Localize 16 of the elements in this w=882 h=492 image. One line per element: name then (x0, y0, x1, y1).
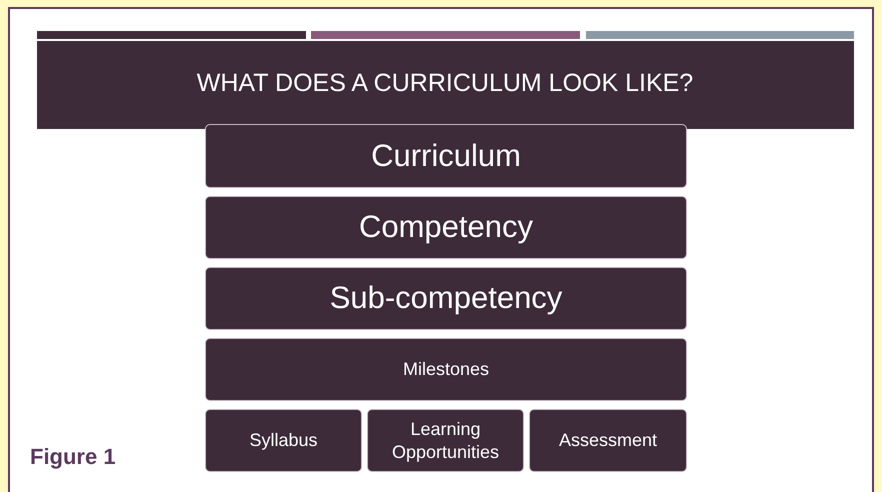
box-label: Assessment (558, 429, 658, 452)
hierarchy-box (205, 124, 687, 188)
box-label: Competency (358, 208, 534, 246)
box-label: Milestones (402, 358, 490, 381)
slide-title: WHAT DOES A CURRICULUM LOOK LIKE? (196, 68, 694, 98)
box-label: Learning Opportunities (390, 418, 500, 463)
hierarchy-box (529, 409, 687, 472)
box-label: Curriculum (371, 136, 521, 175)
figure-caption: Figure 1 (30, 443, 116, 471)
hierarchy-box (205, 196, 687, 259)
hierarchy-box (205, 409, 362, 472)
hierarchy-box (205, 267, 687, 330)
box-label: Sub-competency (330, 279, 562, 318)
hierarchy-box (205, 338, 687, 401)
box-label: Syllabus (249, 429, 318, 452)
hierarchy-box (367, 409, 524, 472)
